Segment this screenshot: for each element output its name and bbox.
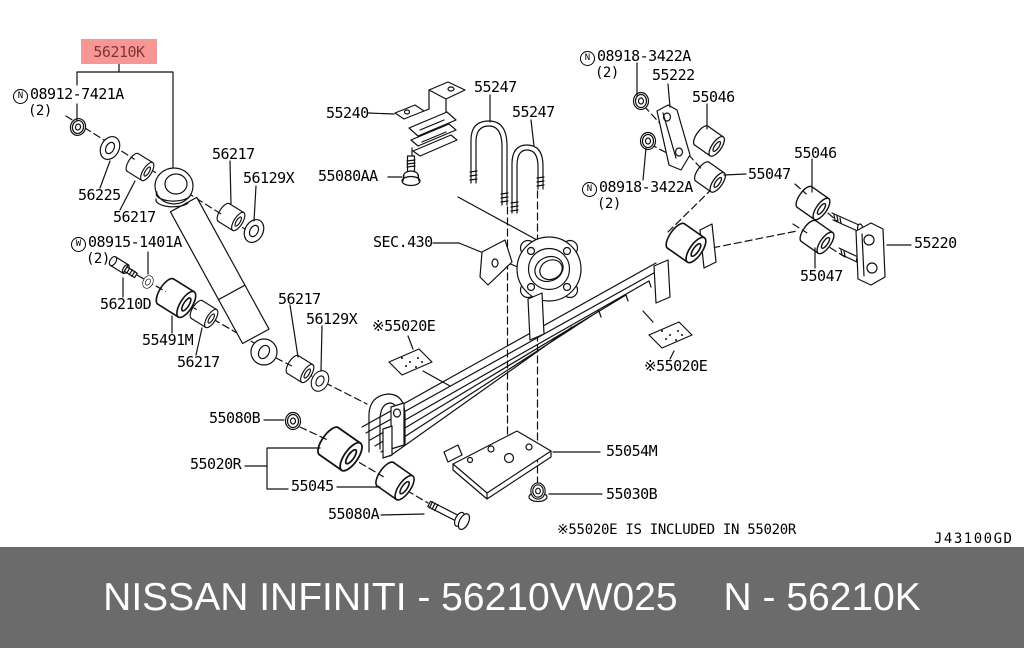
bump-stop-bolt-drawing: [401, 155, 421, 187]
part-number-text: 55030B: [606, 485, 658, 503]
part-number-text: 55080AA: [318, 167, 378, 185]
axle-flange-drawing: [516, 236, 582, 302]
part-number-text: 56217: [113, 208, 156, 226]
part-number-text: 55046: [794, 144, 837, 162]
part-label-55047[interactable]: 55047: [800, 267, 843, 285]
part-label-56217[interactable]: 56217: [212, 145, 255, 163]
part-number-text: 55222: [652, 66, 695, 84]
shackle-assembly-right-drawing: [792, 183, 886, 286]
part-number-text: 55054M: [606, 442, 658, 460]
quantity-label: (2): [28, 103, 52, 119]
part-number-text: ※55020E: [644, 357, 708, 375]
part-label-55030B[interactable]: 55030B: [606, 485, 658, 503]
circled-prefix-icon: N: [13, 89, 28, 104]
part-number-text: 55247: [474, 78, 517, 96]
part-label-56217[interactable]: 56217: [113, 208, 156, 226]
footer-bar: NISSAN INFINITI - 56210VW025 N - 56210K: [0, 547, 1024, 648]
part-label-56210D[interactable]: 56210D: [100, 295, 152, 313]
part-number-text: 55020R: [190, 455, 242, 473]
part-label-55080AA[interactable]: 55080AA: [318, 167, 378, 185]
highlighted-part-callout[interactable]: 56210K: [81, 39, 157, 64]
part-label-55046[interactable]: 55046: [794, 144, 837, 162]
part-label-55045[interactable]: 55045: [291, 477, 334, 495]
shock-absorber-drawing: [154, 167, 278, 366]
part-label-55020E[interactable]: ※55020E: [372, 317, 436, 335]
part-label-55240[interactable]: 55240: [326, 104, 369, 122]
circled-prefix-icon: N: [582, 182, 597, 197]
spring-front-bolt-drawing: [427, 500, 471, 531]
footer-left-text: NISSAN INFINITI - 56210VW025: [103, 575, 678, 619]
shackle-hardware-top-drawing: [632, 91, 729, 196]
part-number-text: 08918-3422A: [599, 178, 693, 196]
part-number-text: 08915-1401A: [88, 233, 182, 251]
part-label-55047[interactable]: 55047: [748, 165, 791, 183]
part-label-SEC430[interactable]: SEC.430: [373, 233, 433, 251]
part-number-text: 55491M: [142, 331, 194, 349]
part-number-text: SEC.430: [373, 233, 433, 251]
part-number-text: 56129X: [243, 169, 295, 187]
quantity-label: (2): [597, 196, 621, 212]
part-label-55491M[interactable]: 55491M: [142, 331, 194, 349]
part-label-55020E[interactable]: ※55020E: [644, 357, 708, 375]
part-number-text: 55080A: [328, 505, 380, 523]
footer-right-text: N - 56210K: [723, 575, 921, 619]
spring-plate-nut-drawing: [528, 482, 548, 503]
spring-plate-drawing: [443, 430, 552, 500]
part-label-55080B[interactable]: 55080B: [209, 409, 261, 427]
part-label-56225[interactable]: 56225: [78, 186, 121, 204]
part-number-text: 55047: [748, 165, 791, 183]
part-label-55247[interactable]: 55247: [474, 78, 517, 96]
part-label-56217[interactable]: 56217: [278, 290, 321, 308]
part-number-text: 55220: [914, 234, 957, 252]
part-number-text: 55247: [512, 103, 555, 121]
part-label-55020R[interactable]: 55020R: [190, 455, 242, 473]
part-number-text: 08918-3422A: [597, 47, 691, 65]
circled-prefix-icon: N: [580, 51, 595, 66]
axle-drawing: [457, 196, 582, 302]
leader-lines: [76, 62, 912, 516]
part-label-55080A[interactable]: 55080A: [328, 505, 380, 523]
part-number-text: 55047: [800, 267, 843, 285]
u-bolts-drawing: [469, 120, 545, 214]
part-number-text: 55046: [692, 88, 735, 106]
part-label-56129X[interactable]: 56129X: [243, 169, 295, 187]
part-number-text: 55080B: [209, 409, 261, 427]
part-number-text: 56217: [177, 353, 220, 371]
drawing-code: J43100GD: [934, 531, 1014, 547]
bump-stop-drawing: [394, 81, 466, 157]
footnote: ※55020E IS INCLUDED IN 55020R: [557, 522, 797, 538]
parts-line-art: [65, 62, 912, 531]
part-number-text: 56225: [78, 186, 121, 204]
circled-prefix-icon: W: [71, 237, 86, 252]
part-label-56217[interactable]: 56217: [177, 353, 220, 371]
part-number-text: 56217: [278, 290, 321, 308]
part-label-56129X[interactable]: 56129X: [306, 310, 358, 328]
part-number-text: 55045: [291, 477, 334, 495]
part-number-text: 55240: [326, 104, 369, 122]
part-label-55054M[interactable]: 55054M: [606, 442, 658, 460]
part-number-text: ※55020E: [372, 317, 436, 335]
highlight-bracket-lines: [76, 63, 174, 169]
part-number-text: 56217: [212, 145, 255, 163]
pin-bolt-drawing: [108, 255, 138, 279]
part-label-55220[interactable]: 55220: [914, 234, 957, 252]
part-number-text: 56210D: [100, 295, 152, 313]
leaf-spring-drawing: [313, 219, 717, 504]
part-label-55247[interactable]: 55247: [512, 103, 555, 121]
part-label-55046[interactable]: 55046: [692, 88, 735, 106]
part-label-55222[interactable]: 55222: [652, 66, 695, 84]
part-number-text: 56129X: [306, 310, 358, 328]
quantity-label: (2): [595, 65, 619, 81]
part-number-text: 08912-7421A: [30, 85, 124, 103]
quantity-label: (2): [86, 251, 110, 267]
lower-mount-hardware-drawing: [108, 255, 333, 431]
